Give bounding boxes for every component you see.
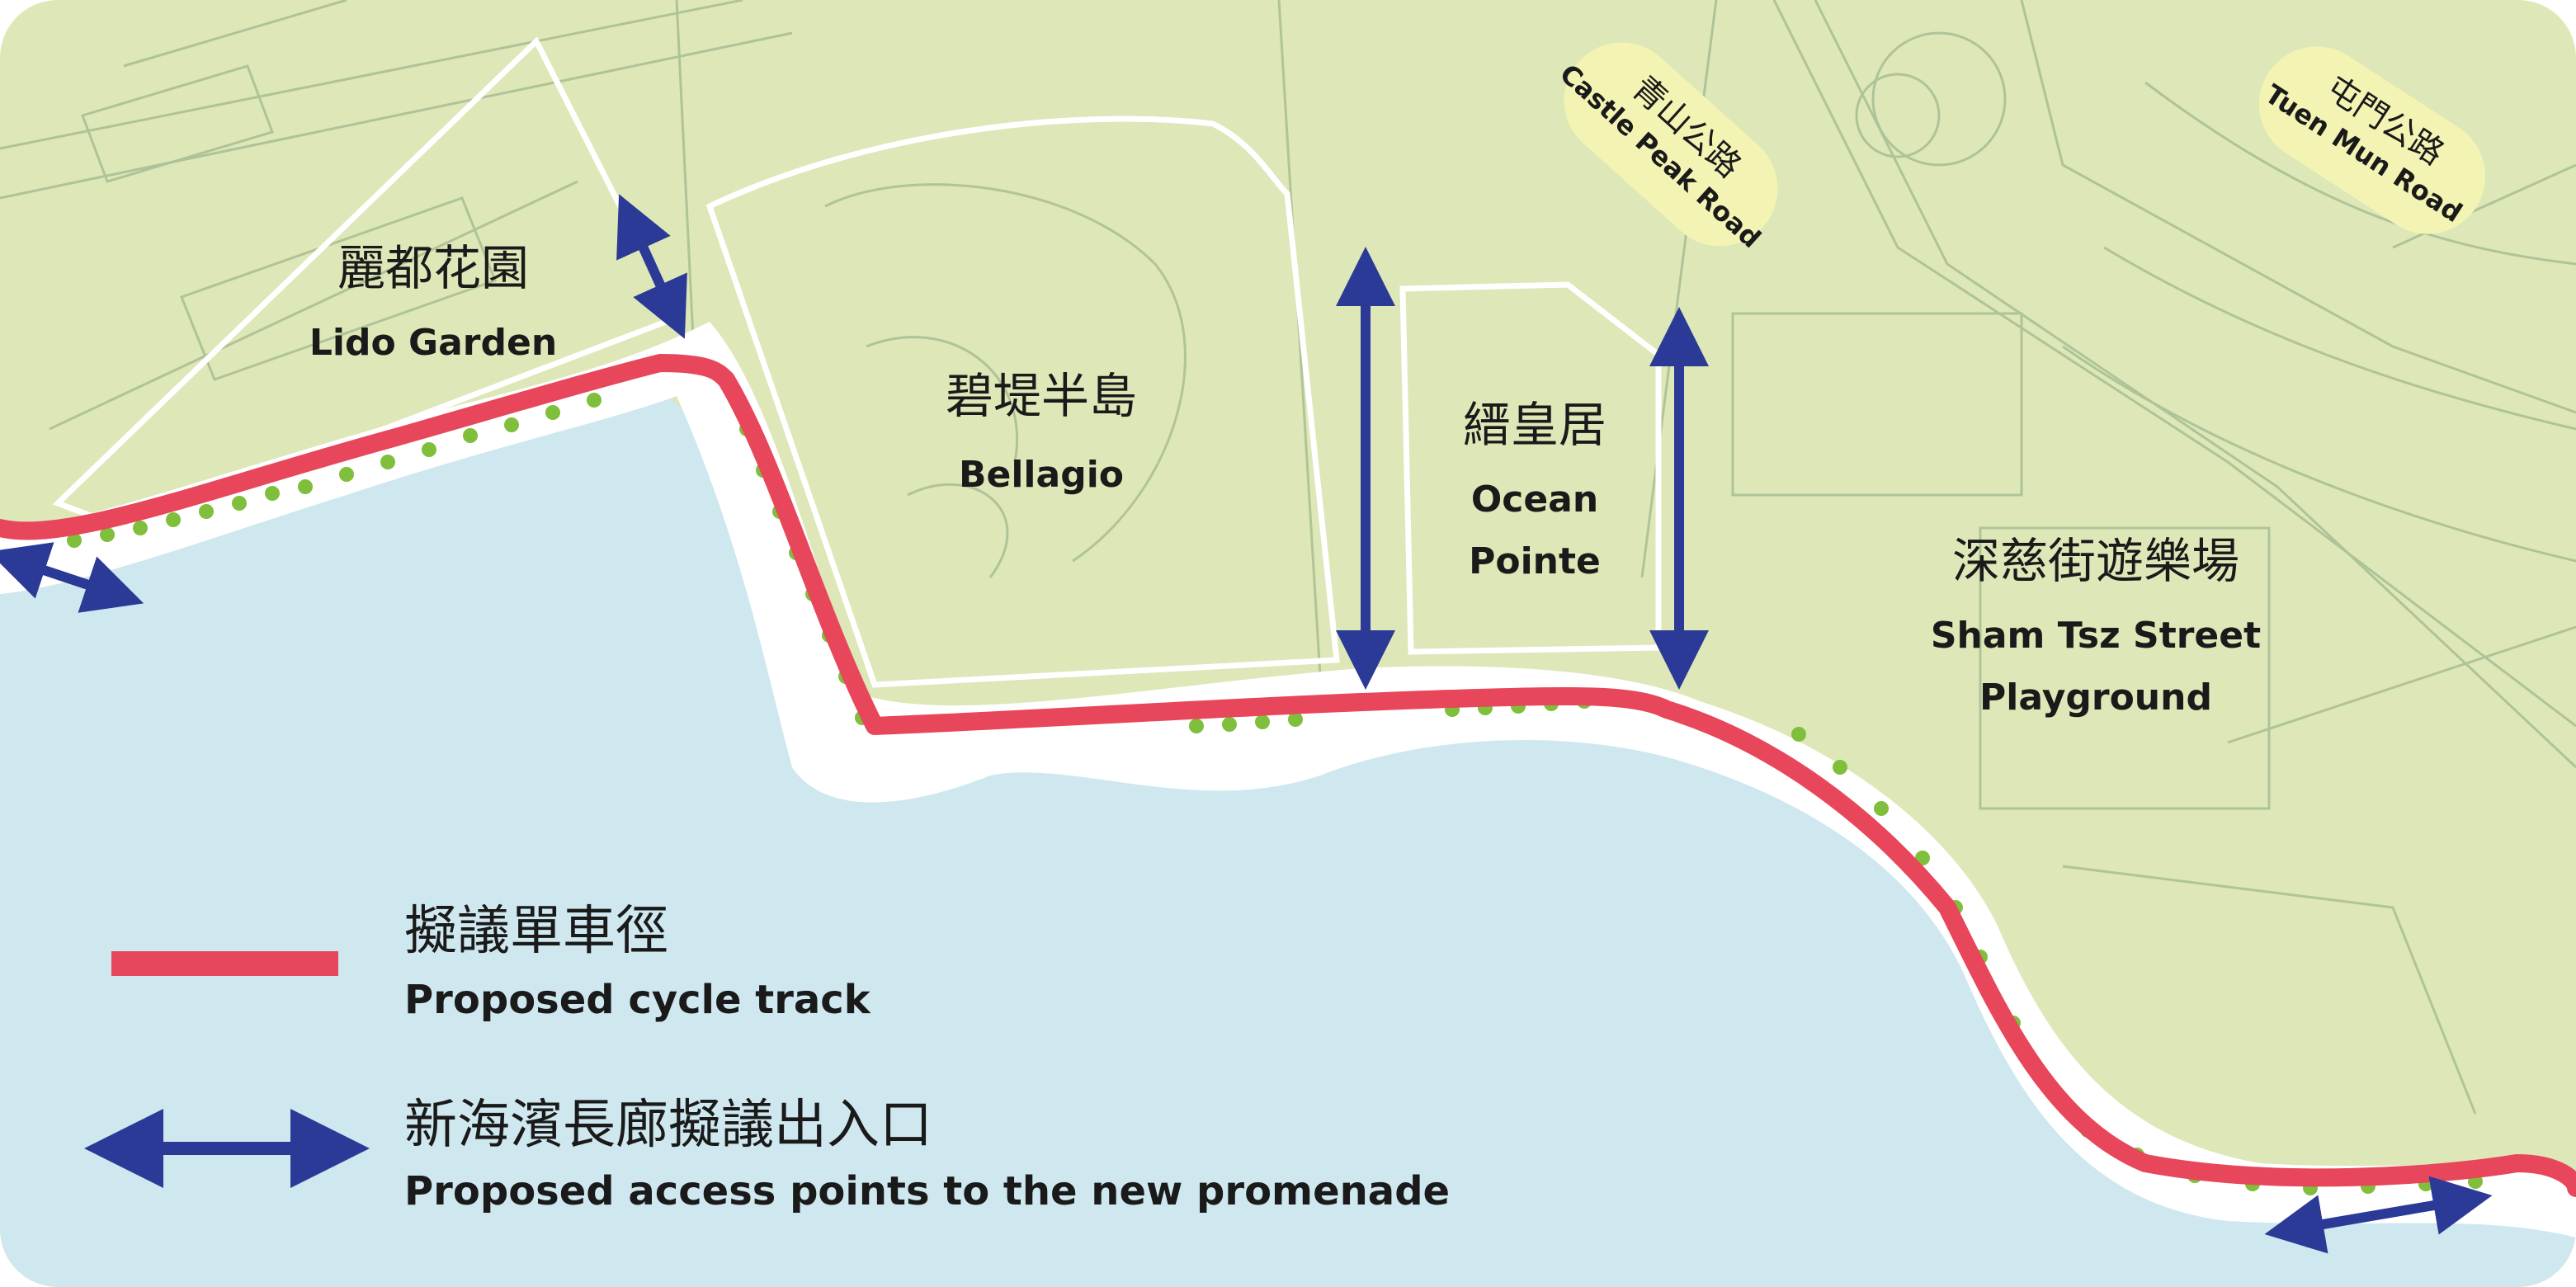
sea [0,388,2576,1287]
bellagio-en: Bellagio [959,454,1124,496]
legend: 擬議單車徑 Proposed cycle track 新海濱長廊擬議出入口 Pr… [84,901,1450,1214]
legend-access-zh: 新海濱長廊擬議出入口 [404,1095,932,1156]
bellagio-label: 碧堤半島 Bellagio [946,368,1137,496]
legend-access-en: Proposed access points to the new promen… [404,1168,1450,1214]
cycle-track [0,354,2576,1197]
access-arrow-lido [616,194,687,339]
legend-cycle-track-en: Proposed cycle track [404,977,871,1023]
sham-tsz-label: 深慈街遊樂場 Sham Tsz Street Playground [1931,533,2261,719]
lido-garden-label: 麗都花園 Lido Garden [309,240,557,364]
sham-tsz-zh: 深慈街遊樂場 [1952,533,2239,589]
street-lines [0,0,2576,1115]
bellagio-outline [705,116,1340,688]
ocean-pointe-zh: 縉皇居 [1463,397,1606,453]
ocean-pointe-en-1: Ocean [1471,478,1598,521]
access-arrow-west [0,542,144,613]
ocean-pointe-label: 縉皇居 Ocean Pointe [1463,397,1606,582]
lido-garden-zh: 麗都花園 [337,240,529,296]
access-arrow-east [2264,1176,2493,1254]
tuen-mun-road-label: 屯門公路 Tuen Mun Road [2258,46,2486,234]
bellagio-zh: 碧堤半島 [946,368,1137,424]
promenade [0,322,2576,1238]
lido-garden-en: Lido Garden [309,322,557,364]
access-arrows [0,194,2493,1254]
legend-cycle-track-zh: 擬議單車徑 [404,901,668,962]
sham-tsz-en-1: Sham Tsz Street [1931,615,2261,657]
sham-tsz-en-2: Playground [1979,676,2212,719]
ocean-pointe-en-2: Pointe [1469,540,1601,582]
